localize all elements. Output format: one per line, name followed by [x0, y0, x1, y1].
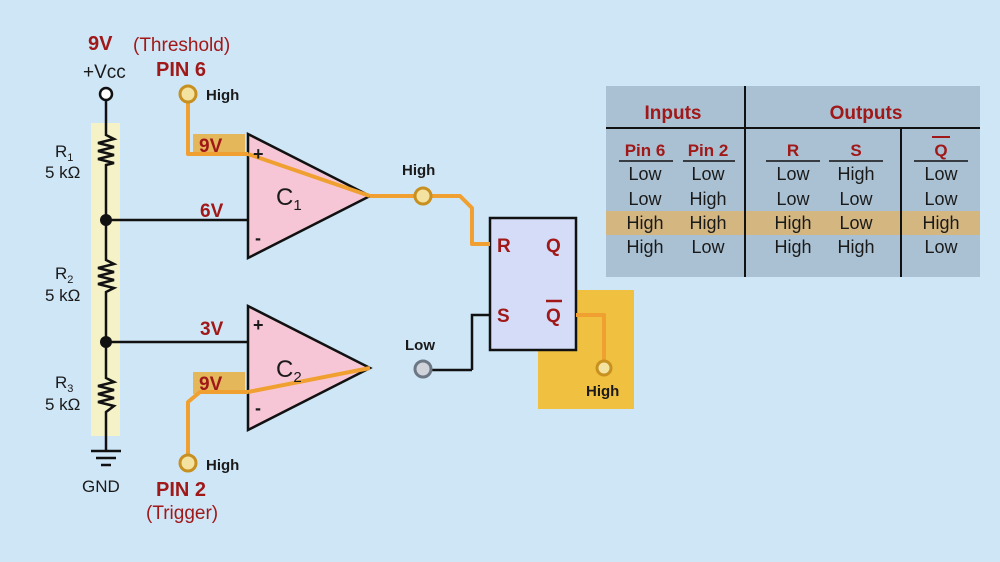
c2-minus-sign: -	[255, 398, 261, 418]
set-wire	[470, 313, 490, 370]
table-group-inputs: Inputs	[645, 103, 702, 124]
ff-r-label: R	[497, 236, 511, 257]
table-background	[606, 86, 980, 277]
pin6-label: PIN 6	[156, 59, 206, 81]
table-header: Pin 2	[688, 141, 729, 160]
table-cell: Low	[628, 164, 662, 184]
c2-name: C2	[276, 356, 302, 386]
pin2-terminal	[178, 453, 198, 473]
ff-qbar-label: Q	[546, 306, 561, 327]
table-cell: High	[774, 237, 811, 257]
c2-output-state: Low	[405, 337, 435, 354]
table-cell: Low	[924, 237, 958, 257]
table-cell: High	[774, 213, 811, 233]
table-cell: High	[689, 213, 726, 233]
table-header: S	[850, 141, 861, 160]
table-cell: Low	[924, 164, 958, 184]
c2-minus-voltage: 9V	[199, 374, 223, 395]
resistor-r2	[97, 256, 118, 298]
junction-dot	[100, 336, 112, 348]
table-cell: Low	[839, 189, 873, 209]
table-cell: Low	[839, 213, 873, 233]
c1-internal-signal	[247, 152, 371, 198]
pin6-terminal	[178, 84, 198, 104]
table-highlight-row	[606, 211, 980, 235]
c2-plus-sign: +	[253, 315, 264, 335]
table-cell: High	[626, 213, 663, 233]
table-header: Q	[934, 141, 947, 160]
table-cell: High	[922, 213, 959, 233]
qbar-output-terminal	[595, 359, 613, 377]
pin2-state-label: High	[206, 457, 239, 474]
table-cell: Low	[628, 189, 662, 209]
qbar-signal-wire	[576, 313, 606, 362]
vcc-label: +Vcc	[83, 62, 126, 83]
c2-internal-signal	[247, 366, 371, 394]
resistor-r1	[97, 131, 118, 168]
table-group-outputs: Outputs	[830, 103, 903, 124]
c1-output-state: High	[402, 162, 435, 179]
threshold-label: (Threshold)	[133, 35, 230, 56]
table-cell: High	[689, 189, 726, 209]
c1-minus-sign: -	[255, 228, 261, 248]
table-cell: High	[626, 237, 663, 257]
ff-s-label: S	[497, 306, 510, 327]
pin2-label: PIN 2	[156, 479, 206, 501]
trigger-label: (Trigger)	[146, 503, 218, 524]
pin6-signal-wire	[186, 94, 248, 156]
r3-value: 5 kΩ	[45, 395, 80, 414]
vcc-terminal	[98, 86, 114, 102]
c1-plus-sign: +	[253, 144, 264, 164]
table-cell: Low	[776, 164, 810, 184]
comparator-c1	[246, 131, 373, 261]
resistor-r3	[97, 374, 118, 418]
table-cell: High	[837, 237, 874, 257]
r1-label: R1	[55, 142, 73, 164]
c1-plus-voltage: 9V	[199, 136, 223, 157]
table-cell: Low	[924, 189, 958, 209]
c1-minus-voltage: 6V	[200, 201, 224, 222]
r3-label: R3	[55, 373, 73, 395]
c2-minus-highlight	[193, 372, 245, 394]
ground-icon	[91, 449, 121, 467]
table-cell: Low	[776, 189, 810, 209]
c2-plus-voltage: 3V	[200, 319, 224, 340]
r1-value: 5 kΩ	[45, 163, 80, 182]
comparator-c2	[246, 303, 373, 433]
c1-output-terminal	[413, 186, 433, 206]
flip-flop	[488, 216, 578, 352]
table-cell: Low	[691, 237, 725, 257]
table-header: Pin 6	[625, 141, 666, 160]
pin2-signal-wire	[186, 390, 248, 462]
reset-signal-wire	[370, 194, 490, 246]
c1-plus-highlight	[193, 134, 245, 156]
junction-dot	[100, 214, 112, 226]
vcc-voltage-label: 9V	[88, 33, 113, 55]
pin6-state-label: High	[206, 87, 239, 104]
r2-label: R2	[55, 264, 73, 286]
table-cell: High	[837, 164, 874, 184]
gnd-label: GND	[82, 477, 120, 496]
c2-output-terminal	[413, 359, 433, 379]
qbar-output-state: High	[586, 383, 619, 400]
c1-name: C1	[276, 184, 302, 214]
ff-q-label: Q	[546, 236, 561, 257]
table-header: R	[787, 141, 799, 160]
table-cell: Low	[691, 164, 725, 184]
r2-value: 5 kΩ	[45, 286, 80, 305]
